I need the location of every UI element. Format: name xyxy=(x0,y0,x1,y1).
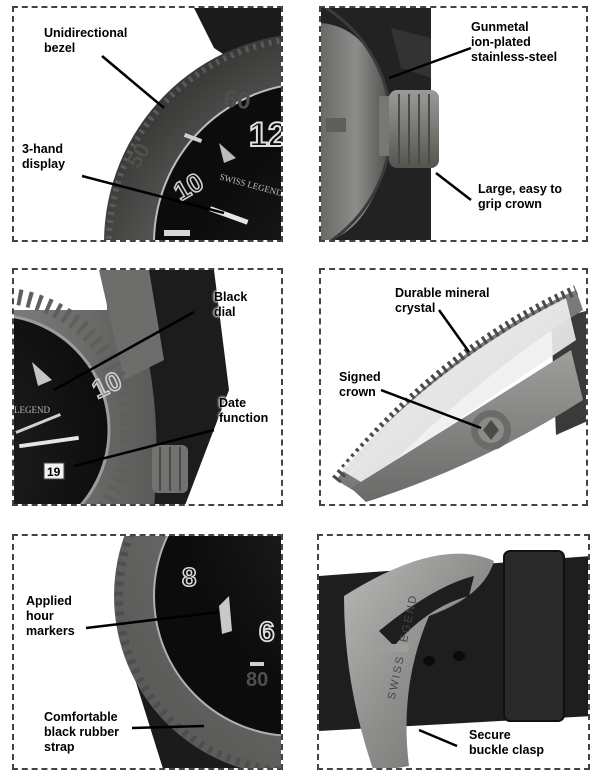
dial-brand-text: LEGEND xyxy=(14,405,50,415)
markers-closeup-image: 8 6 80 xyxy=(14,536,281,768)
bezel-numeral-60: 60 xyxy=(223,86,252,115)
callout-hour-markers: Applied hour markers xyxy=(26,594,75,638)
panel-crystal: Durable mineral crystal Signed crown xyxy=(319,268,588,506)
dial-numeral-12: 12 xyxy=(249,116,283,154)
dial-numeral-8: 8 xyxy=(182,562,196,592)
callout-buckle-clasp: Secure buckle clasp xyxy=(469,728,545,757)
bezel-numeral-80: 80 xyxy=(246,669,268,691)
callout-3-hand-display: 3-hand display xyxy=(22,142,66,171)
dial-numeral-6: 6 xyxy=(259,616,275,647)
callout-mineral-crystal: Durable mineral crystal xyxy=(395,286,490,315)
callout-rubber-strap: Comfortable black rubber strap xyxy=(44,710,120,754)
panel-markers: 8 6 80 Applied hour markers Comfortable … xyxy=(12,534,283,770)
panel-dial: 10 19 LEGEND Black dial Date function xyxy=(12,268,283,506)
panel-bezel: 12 60 10 50 SWISS LEGEND Unidirectional … xyxy=(12,6,283,242)
callout-gunmetal-steel: Gunmetal ion-plated stainless-steel xyxy=(471,20,558,64)
callout-date-function: Date function xyxy=(219,396,269,425)
callout-black-dial: Black dial xyxy=(214,290,248,319)
callout-signed-crown: Signed crown xyxy=(339,370,381,399)
crystal-closeup-image xyxy=(321,270,586,504)
crown-closeup-image xyxy=(321,8,586,240)
callout-grip-crown: Large, easy to grip crown xyxy=(478,182,563,211)
bezel-closeup-image: 12 60 10 50 SWISS LEGEND xyxy=(14,8,283,240)
callout-unidirectional-bezel: Unidirectional bezel xyxy=(44,26,128,55)
date-window-value: 19 xyxy=(47,465,61,479)
dial-closeup-image: 10 19 LEGEND xyxy=(14,270,281,504)
buckle-closeup-image: SWISS LEGEND xyxy=(319,536,588,768)
panel-crown: Gunmetal ion-plated stainless-steel Larg… xyxy=(319,6,588,242)
panel-buckle: SWISS LEGEND Secure buckle clasp xyxy=(317,534,590,770)
